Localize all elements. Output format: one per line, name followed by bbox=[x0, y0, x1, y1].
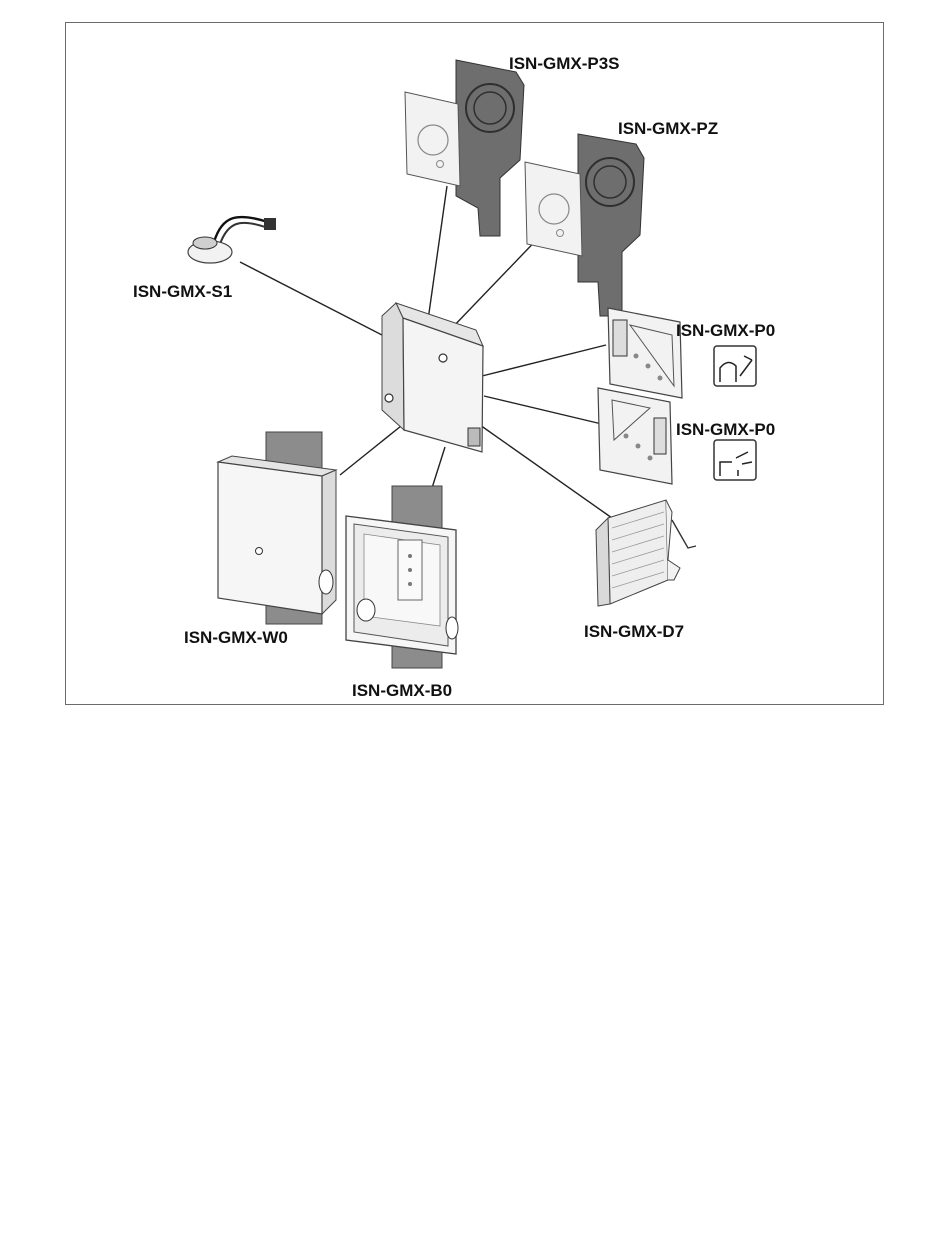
p0b-tamper-switch bbox=[654, 418, 666, 454]
connector-line-p3s bbox=[428, 186, 447, 320]
b0-mount-bracket-top bbox=[392, 486, 442, 528]
housing-front bbox=[382, 303, 404, 430]
d7-side-panel bbox=[596, 518, 610, 606]
part-b0-illustration bbox=[346, 486, 458, 668]
housing-screw-top bbox=[439, 354, 447, 362]
pz-dark-plate bbox=[578, 134, 644, 316]
b0-cable-entry-right bbox=[446, 617, 458, 639]
p0a-hole-1 bbox=[634, 354, 639, 359]
label-isn-gmx-d7: ISN-GMX-D7 bbox=[584, 623, 684, 640]
part-s1-illustration bbox=[188, 217, 276, 263]
b0-terminal-2 bbox=[408, 568, 412, 572]
p0b-hole-3 bbox=[648, 456, 653, 461]
p3s-dark-plate bbox=[456, 60, 524, 236]
p0b-hole-1 bbox=[624, 434, 629, 439]
label-isn-gmx-w0: ISN-GMX-W0 bbox=[184, 629, 288, 646]
connector-line-p0b bbox=[484, 396, 606, 425]
part-p3s-illustration bbox=[405, 60, 524, 236]
p0a-hole-3 bbox=[658, 376, 663, 381]
part-pz-illustration bbox=[525, 134, 644, 316]
housing-screw-bottom bbox=[385, 394, 393, 402]
label-isn-gmx-pz: ISN-GMX-PZ bbox=[618, 120, 718, 137]
part-d7-illustration bbox=[596, 500, 696, 606]
d7-flap bbox=[666, 500, 680, 580]
b0-terminal-3 bbox=[408, 582, 412, 586]
label-isn-gmx-p3s: ISN-GMX-P3S bbox=[509, 55, 620, 72]
connector-line-d7 bbox=[480, 425, 612, 518]
label-isn-gmx-s1: ISN-GMX-S1 bbox=[133, 283, 232, 300]
connector-line-b0 bbox=[432, 447, 445, 488]
housing-port bbox=[468, 428, 480, 446]
w0-cable-entry bbox=[319, 570, 333, 594]
d7-back-panel bbox=[608, 500, 668, 604]
w0-box-front bbox=[218, 462, 322, 614]
s1-sensor-top bbox=[193, 237, 217, 249]
p0b-hole-2 bbox=[636, 444, 641, 449]
label-isn-gmx-p0-bottom: ISN-GMX-P0 bbox=[676, 421, 775, 438]
s1-connector bbox=[264, 218, 276, 230]
label-isn-gmx-b0: ISN-GMX-B0 bbox=[352, 682, 452, 699]
b0-terminal-1 bbox=[408, 554, 412, 558]
p3s-keypad bbox=[405, 92, 460, 186]
part-w0-illustration bbox=[218, 432, 336, 624]
b0-cable-entry-left bbox=[357, 599, 375, 621]
label-isn-gmx-p0-top: ISN-GMX-P0 bbox=[676, 322, 775, 339]
s1-cable-2 bbox=[220, 223, 268, 244]
w0-screw-hole bbox=[256, 548, 263, 555]
d7-cable bbox=[672, 520, 696, 548]
connector-line-s1 bbox=[240, 262, 382, 335]
pz-keypad bbox=[525, 162, 582, 256]
connector-line-w0 bbox=[340, 422, 406, 475]
connector-line-p0a bbox=[482, 345, 606, 376]
p0a-tamper-switch bbox=[613, 320, 627, 356]
p0a-hole-2 bbox=[646, 364, 651, 369]
